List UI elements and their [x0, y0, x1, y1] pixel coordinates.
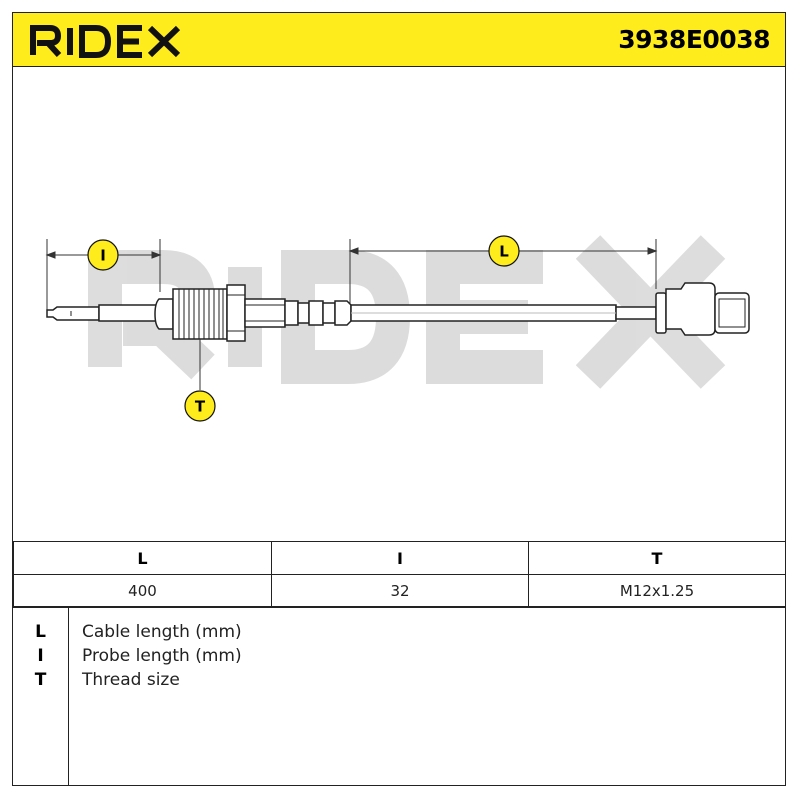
cable-dimension-badge — [488, 235, 520, 267]
legend-key: T — [34, 670, 47, 690]
ridex-logo — [30, 25, 181, 58]
thread-dimension-label: T — [195, 398, 206, 416]
spec-table: L I T 400 32 M12x1.25 — [13, 541, 786, 607]
value-probe-length: 32 — [271, 574, 529, 607]
legend-description: Probe length (mm) — [82, 646, 242, 666]
legend-item: I Probe length (mm) — [13, 644, 785, 668]
legend-description: Thread size — [82, 670, 180, 690]
probe-dimension-label: I — [100, 247, 106, 265]
header-probe-length: I — [271, 541, 529, 575]
spec-table-value-row: 400 32 M12x1.25 — [13, 574, 786, 607]
legend-key: L — [35, 622, 46, 642]
legend-item: L Cable length (mm) — [13, 620, 785, 644]
value-thread-size: M12x1.25 — [528, 574, 786, 607]
technical-drawing: I L — [45, 235, 750, 422]
header-cable-length: L — [13, 541, 272, 575]
cable-dimension-label: L — [499, 243, 509, 261]
legend-key: I — [37, 646, 44, 666]
header-bar — [13, 13, 785, 67]
thread-dimension-badge — [184, 390, 216, 422]
sensor-part — [46, 282, 750, 342]
legend-divider — [68, 608, 69, 786]
part-number: 3938E0038 — [618, 25, 770, 54]
legend-panel: L Cable length (mm) I Probe length (mm) … — [13, 607, 785, 786]
header-thread-size: T — [528, 541, 786, 575]
spec-table-header-row: L I T — [13, 541, 786, 575]
sheet-frame — [12, 12, 786, 786]
legend-description: Cable length (mm) — [82, 622, 242, 642]
probe-dimension-badge — [87, 239, 119, 271]
legend-item: T Thread size — [13, 668, 785, 692]
value-cable-length: 400 — [13, 574, 272, 607]
